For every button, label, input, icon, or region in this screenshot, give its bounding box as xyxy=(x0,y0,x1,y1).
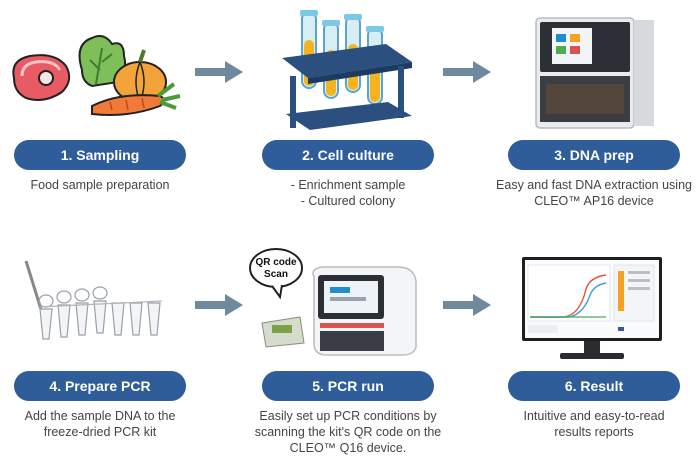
description-line: freeze-dried PCR kit xyxy=(43,425,157,439)
pcr-tube-icon xyxy=(37,286,163,340)
flow-arrow-icon xyxy=(443,294,491,316)
description-line: results reports xyxy=(554,425,634,439)
description-line: Add the sample DNA to the xyxy=(24,409,176,423)
pcr-tube-strip-illustration xyxy=(24,260,163,340)
step-description: Add the sample DNA to the freeze-dried P… xyxy=(0,408,200,440)
carrot-icon xyxy=(91,82,181,116)
lettuce-icon xyxy=(78,35,127,88)
step-title-pill: 5. PCR run xyxy=(262,371,434,401)
description-line: Food sample preparation xyxy=(30,178,170,192)
description-line: CLEO™ Q16 device. xyxy=(289,441,407,455)
results-monitor-illustration xyxy=(522,257,662,359)
pcr-kit-card-icon xyxy=(261,316,305,348)
step-title-pill: 4. Prepare PCR xyxy=(14,371,186,401)
rack-icon xyxy=(282,44,412,130)
step-title-pill: 3. DNA prep xyxy=(508,140,680,170)
step-description: - Enrichment sample - Cultured colony xyxy=(248,177,448,209)
steak-icon xyxy=(12,54,71,101)
extraction-device-icon xyxy=(535,17,654,129)
dna-extraction-device-illustration xyxy=(535,17,654,129)
description-line: Easily set up PCR conditions by xyxy=(259,409,437,423)
pcr-device-icon xyxy=(312,266,417,356)
description-line: CLEO™ AP16 device xyxy=(534,194,654,208)
bubble-text-line1: QR code xyxy=(255,257,297,268)
pumpkin-icon xyxy=(113,49,167,103)
food-sample-illustration xyxy=(12,35,181,116)
step-title-pill: 2. Cell culture xyxy=(262,140,434,170)
flow-arrow-icon xyxy=(443,61,491,83)
pcr-device-illustration: QR code Scan xyxy=(249,248,417,356)
monitor-icon xyxy=(522,257,662,359)
description-line: scanning the kit's QR code on the xyxy=(254,425,442,439)
flow-arrow-icon xyxy=(195,61,243,83)
test-tube-rack-illustration xyxy=(282,10,412,130)
step-title-pill: 1. Sampling xyxy=(14,140,186,170)
step-description: Food sample preparation xyxy=(0,177,200,193)
speech-bubble-icon: QR code Scan xyxy=(249,248,303,300)
step-description: Easy and fast DNA extraction using CLEO™… xyxy=(494,177,694,209)
step-title-pill: 6. Result xyxy=(508,371,680,401)
description-line: - Cultured colony xyxy=(300,194,396,208)
bubble-text-line2: Scan xyxy=(264,269,288,280)
flow-arrow-icon xyxy=(195,294,243,316)
step-description: Easily set up PCR conditions by scanning… xyxy=(248,408,448,456)
description-line: Intuitive and easy-to-read xyxy=(523,409,665,423)
description-line: - Enrichment sample xyxy=(290,178,406,192)
step-description: Intuitive and easy-to-read results repor… xyxy=(494,408,694,440)
description-line: Easy and fast DNA extraction using xyxy=(496,178,692,192)
